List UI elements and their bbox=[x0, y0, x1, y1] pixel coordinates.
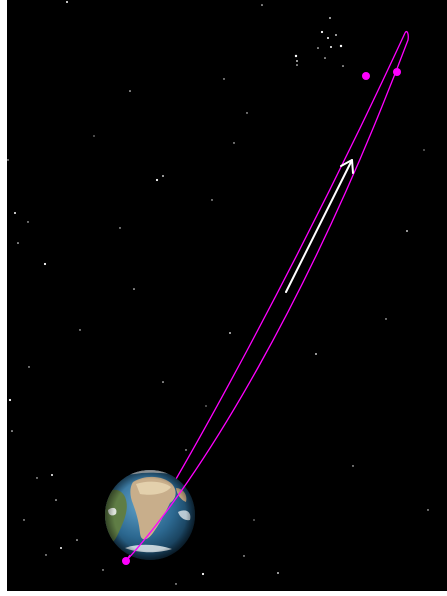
star bbox=[60, 547, 62, 549]
star bbox=[36, 477, 38, 479]
star bbox=[330, 46, 332, 48]
star bbox=[229, 332, 231, 334]
star bbox=[317, 47, 319, 49]
star bbox=[335, 34, 337, 36]
star bbox=[51, 474, 53, 476]
star bbox=[211, 199, 213, 201]
star bbox=[243, 555, 245, 557]
star bbox=[423, 149, 425, 151]
star bbox=[93, 135, 95, 137]
star bbox=[277, 572, 279, 574]
star bbox=[79, 329, 81, 331]
perigee-marker bbox=[122, 557, 130, 565]
star bbox=[315, 353, 317, 355]
star bbox=[23, 519, 25, 521]
star bbox=[253, 519, 255, 521]
star bbox=[185, 449, 187, 451]
star bbox=[17, 242, 19, 244]
orbit-path-front bbox=[125, 30, 409, 562]
star bbox=[246, 112, 248, 114]
star bbox=[102, 569, 104, 571]
star bbox=[43, 262, 47, 266]
star bbox=[28, 366, 30, 368]
star bbox=[294, 54, 298, 58]
star bbox=[76, 539, 78, 541]
star bbox=[27, 221, 29, 223]
star bbox=[7, 159, 9, 161]
space-background bbox=[7, 0, 447, 591]
direction-arrow-icon bbox=[285, 159, 354, 293]
star bbox=[11, 430, 13, 432]
star bbox=[296, 60, 298, 62]
star-field bbox=[7, 1, 429, 585]
star bbox=[296, 64, 298, 66]
star bbox=[162, 381, 164, 383]
star bbox=[352, 465, 354, 467]
star bbox=[339, 44, 343, 48]
star bbox=[8, 398, 12, 402]
apogee-marker-b bbox=[393, 68, 401, 76]
star bbox=[329, 17, 331, 19]
star bbox=[385, 318, 387, 320]
star bbox=[162, 175, 164, 177]
apogee-marker-a bbox=[362, 72, 370, 80]
star bbox=[66, 1, 68, 3]
earth-globe bbox=[105, 470, 195, 560]
star bbox=[133, 288, 135, 290]
star bbox=[324, 57, 326, 59]
star bbox=[327, 37, 329, 39]
star bbox=[129, 90, 131, 92]
star bbox=[175, 583, 177, 585]
star bbox=[45, 554, 47, 556]
star bbox=[342, 65, 344, 67]
star bbox=[320, 30, 324, 34]
star bbox=[155, 178, 159, 182]
star bbox=[261, 4, 263, 6]
star bbox=[201, 572, 205, 576]
star bbox=[119, 227, 121, 229]
star bbox=[223, 78, 225, 80]
star bbox=[14, 212, 16, 214]
star bbox=[205, 405, 207, 407]
star bbox=[406, 230, 408, 232]
star bbox=[55, 499, 57, 501]
star bbox=[427, 509, 429, 511]
star bbox=[233, 142, 235, 144]
